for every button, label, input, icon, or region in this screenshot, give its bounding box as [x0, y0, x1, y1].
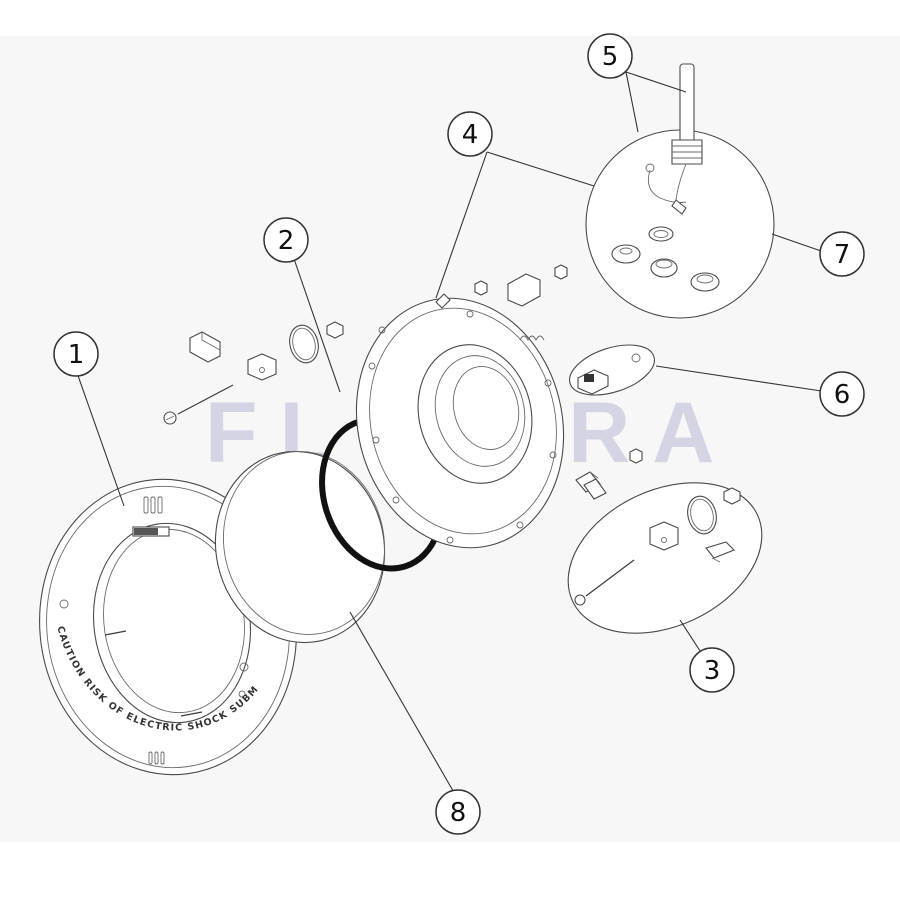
callout-4-label: 4	[462, 120, 479, 150]
leader-3	[679, 619, 703, 655]
leader-4a	[435, 151, 488, 299]
part-6-clip-group	[569, 344, 655, 396]
leader-5a	[625, 71, 687, 93]
leader-1	[75, 369, 125, 507]
callout-1: 1	[53, 331, 99, 377]
callout-5: 5	[587, 33, 633, 79]
callout-8-label: 8	[450, 798, 467, 828]
small-parts-upper	[163, 264, 643, 500]
callout-6: 6	[819, 371, 865, 417]
callout-7-label: 7	[834, 240, 851, 270]
leader-5b	[625, 71, 639, 133]
leader-2	[292, 255, 341, 393]
part-8-lens	[214, 450, 386, 644]
callout-5-label: 5	[602, 42, 619, 72]
callout-1-label: 1	[68, 340, 85, 370]
callout-6-label: 6	[834, 380, 851, 410]
callout-2: 2	[263, 217, 309, 263]
callout-4: 4	[447, 111, 493, 157]
leader-lines	[75, 71, 829, 797]
callout-3: 3	[689, 647, 735, 693]
callout-2-label: 2	[278, 226, 295, 256]
callout-3-label: 3	[704, 656, 721, 686]
callout-7: 7	[819, 231, 865, 277]
part-7-cable-gland-group	[585, 63, 775, 319]
leader-4b	[486, 151, 595, 187]
leader-7	[771, 233, 825, 253]
part-3-hardware-group	[567, 482, 763, 634]
leader-6	[655, 365, 829, 393]
part-4-housing	[355, 293, 601, 549]
leader-8	[349, 611, 457, 797]
callout-8: 8	[435, 789, 481, 835]
